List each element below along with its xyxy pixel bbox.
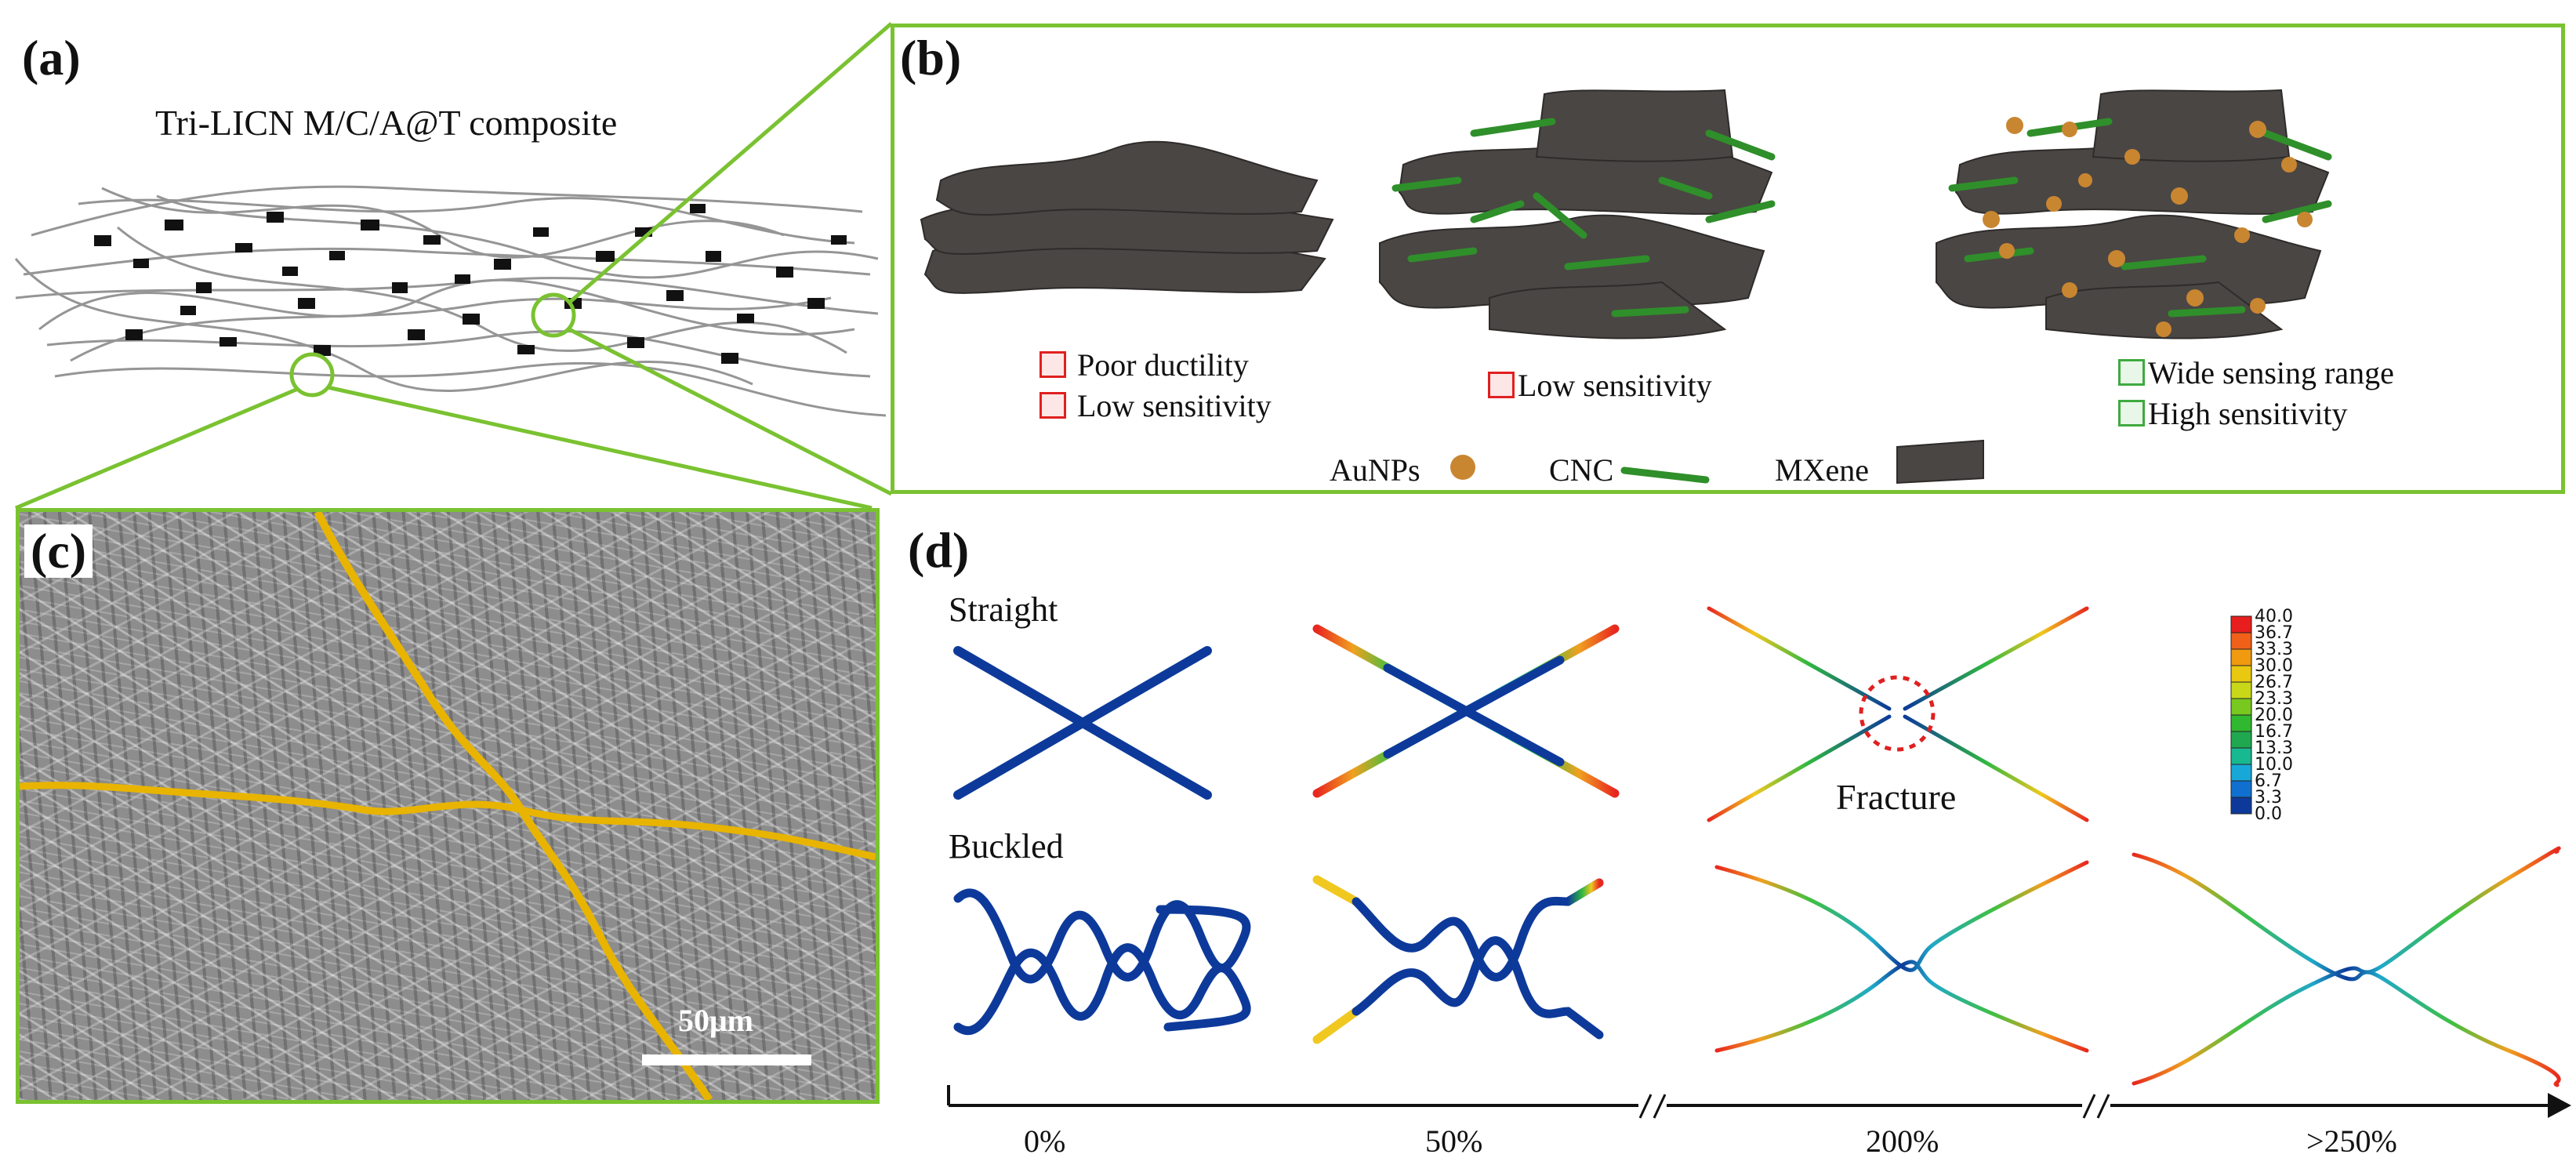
scale-bar [642, 1054, 811, 1065]
colorbar-tick: 0.0 [2255, 804, 2282, 824]
cross-icon [1039, 351, 1066, 378]
legend-aunps: AuNPs [1330, 452, 1420, 488]
sem-image: (c) 50μm [16, 508, 880, 1104]
row-label-straight: Straight [949, 590, 1058, 629]
check-icon [2118, 359, 2145, 386]
composite-illustration [14, 22, 893, 510]
composite-title: Tri-LICN M/C/A@T composite [155, 103, 618, 143]
panel-label-c: (c) [24, 524, 93, 578]
strain-label-50: 50% [1425, 1123, 1483, 1159]
legend-cnc: CNC [1549, 452, 1614, 488]
cross-icon [1039, 392, 1066, 419]
colorbar-tick: 40.0 [2255, 607, 2293, 626]
panel-label-a: (a) [22, 30, 81, 85]
panel-label-d: (d) [908, 522, 970, 578]
strain-label-250: >250% [2306, 1123, 2397, 1159]
panel-label-b: (b) [900, 30, 962, 85]
stage3-label-2: High sensitivity [2148, 396, 2348, 431]
crack-lines [20, 512, 876, 1100]
stage3-label-1: Wide sensing range [2148, 355, 2394, 390]
panel-b-frame [891, 24, 2565, 494]
colorbar-tick: 26.7 [2255, 673, 2293, 692]
colorbar-tick: 3.3 [2255, 788, 2282, 808]
stage1-label-1: Poor ductility [1077, 347, 1249, 383]
colorbar-tick: 36.7 [2255, 623, 2293, 643]
mxene-stack-illustrations [920, 89, 2332, 485]
scale-bar-label: 50μm [678, 1003, 753, 1038]
stage1-label-2: Low sensitivity [1077, 388, 1272, 423]
check-icon [2118, 400, 2145, 426]
colorbar-tick: 16.7 [2255, 722, 2293, 742]
stage2-label-1: Low sensitivity [1518, 368, 1712, 403]
row-label-buckled: Buckled [949, 827, 1064, 866]
colorbar-tick: 20.0 [2255, 706, 2293, 725]
fracture-label: Fracture [1836, 777, 1957, 817]
cross-icon [1488, 372, 1515, 398]
colorbar-tick: 10.0 [2255, 755, 2293, 775]
legend-mxene: MXene [1775, 452, 1869, 488]
colorbar-tick: 30.0 [2255, 656, 2293, 676]
colorbar-tick: 23.3 [2255, 689, 2293, 709]
strain-label-0: 0% [1024, 1123, 1066, 1159]
colorbar-tick: 13.3 [2255, 739, 2293, 758]
colorbar-tick: 6.7 [2255, 771, 2282, 791]
strain-label-200: 200% [1866, 1123, 1939, 1159]
colorbar-tick: 33.3 [2255, 640, 2293, 659]
